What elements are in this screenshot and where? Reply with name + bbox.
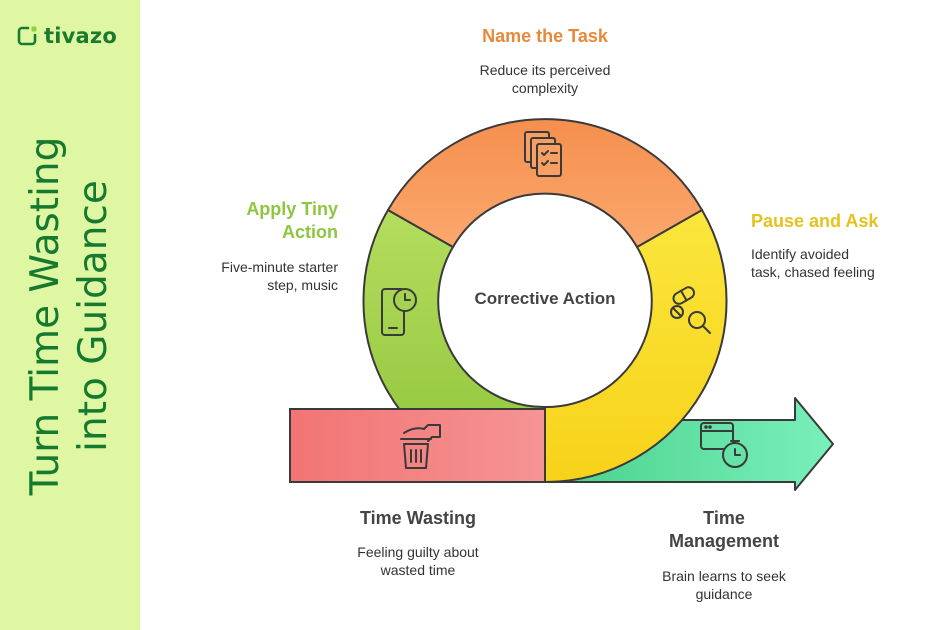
browser-stopwatch-icon bbox=[700, 422, 748, 468]
state-desc-time-wasting-line-2: wasted time bbox=[380, 562, 456, 578]
step-desc-apply-action-line-1: Five-minute starter bbox=[221, 259, 338, 275]
step-title-apply-action-line-1: Apply Tiny bbox=[246, 199, 338, 219]
trash-hand-icon bbox=[400, 424, 441, 469]
step-desc-pause-ask: Identify avoided task, chased feeling bbox=[751, 245, 921, 281]
time-wasting-bar bbox=[289, 408, 546, 483]
sidebar-panel bbox=[0, 0, 140, 630]
step-desc-apply-action-line-2: step, music bbox=[267, 277, 338, 293]
step-desc-pause-ask-line-1: Identify avoided bbox=[751, 246, 850, 262]
step-title-apply-action-line-2: Action bbox=[282, 222, 338, 242]
state-title-time-management-line-2: Management bbox=[668, 531, 780, 551]
state-desc-time-management-line-1: Brain learns to seek bbox=[662, 568, 786, 584]
brand-name: tivazo bbox=[44, 24, 117, 48]
center-label: Corrective Action bbox=[474, 289, 616, 308]
ring-segment-name-task bbox=[387, 118, 703, 248]
state-desc-time-management-line-2: guidance bbox=[695, 586, 753, 602]
step-desc-name-task-line-2: complexity bbox=[511, 80, 579, 96]
step-title-apply-action: Apply Tiny Action bbox=[178, 198, 338, 244]
state-desc-time-wasting-line-1: Feeling guilty about bbox=[357, 544, 479, 560]
step-desc-name-task-line-1: Reduce its perceived bbox=[479, 62, 611, 78]
phone-clock-icon bbox=[381, 288, 417, 336]
step-desc-pause-ask-line-2: task, chased feeling bbox=[751, 264, 875, 280]
documents-icon bbox=[524, 131, 562, 177]
state-desc-time-management: Brain learns to seek guidance bbox=[624, 567, 824, 603]
brand-logo[interactable]: tivazo bbox=[16, 22, 117, 50]
logo-mark-icon bbox=[17, 26, 37, 46]
state-desc-time-wasting: Feeling guilty about wasted time bbox=[318, 543, 518, 579]
state-title-time-management-line-1: Time bbox=[703, 508, 745, 528]
state-title-time-management: Time Management bbox=[624, 507, 824, 553]
step-desc-name-task: Reduce its perceived complexity bbox=[445, 61, 645, 97]
pills-search-icon bbox=[670, 286, 711, 334]
step-title-name-task: Name the Task bbox=[482, 26, 608, 46]
step-desc-apply-action: Five-minute starter step, music bbox=[168, 258, 338, 294]
state-title-time-wasting: Time Wasting bbox=[359, 508, 476, 528]
step-title-pause-ask: Pause and Ask bbox=[751, 211, 879, 231]
ring-segment-pause-ask bbox=[544, 209, 728, 484]
